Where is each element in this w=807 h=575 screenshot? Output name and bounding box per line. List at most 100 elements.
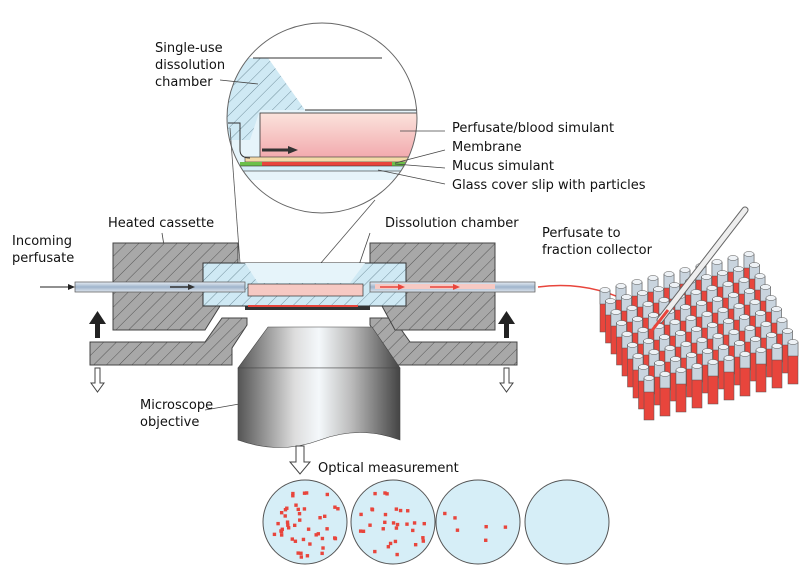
- collection-tube: [787, 339, 799, 385]
- collection-tube: [670, 356, 681, 402]
- collection-tube: [691, 363, 703, 409]
- label-perfusate: Perfusate/blood simulant: [452, 121, 615, 136]
- collection-tube: [738, 277, 750, 323]
- particle: [297, 511, 302, 516]
- particle: [291, 494, 295, 498]
- particle: [443, 511, 447, 516]
- particle: [421, 536, 425, 540]
- collection-tube: [766, 332, 777, 378]
- right-stage-bracket: [369, 317, 518, 366]
- particle: [320, 551, 324, 556]
- particle: [484, 524, 488, 529]
- particle: [305, 554, 310, 558]
- particle: [325, 492, 330, 497]
- label-line: fraction collector: [542, 243, 652, 258]
- label-line: Single-use: [155, 41, 223, 56]
- particle: [308, 542, 312, 546]
- label-mucus: Mucus simulant: [452, 159, 554, 174]
- particle: [279, 510, 284, 515]
- particle: [323, 514, 327, 518]
- petri-dish: [262, 479, 348, 565]
- collection-tube: [707, 359, 719, 405]
- particle: [293, 539, 298, 543]
- particle: [391, 521, 396, 525]
- particle: [318, 515, 322, 520]
- particle: [383, 512, 388, 517]
- label-line: Incoming: [12, 234, 72, 249]
- particle: [370, 507, 374, 511]
- particle: [336, 507, 340, 511]
- particle: [406, 509, 410, 513]
- particle: [393, 539, 398, 544]
- collection-tube: [659, 371, 671, 417]
- label-heated-cassette: Heated cassette: [108, 216, 215, 231]
- particle: [333, 536, 338, 541]
- particle: [359, 512, 363, 517]
- particle: [294, 503, 298, 507]
- particle: [361, 529, 366, 534]
- particle: [333, 505, 337, 509]
- collection-tube: [675, 367, 687, 413]
- particle: [388, 541, 393, 546]
- particle: [283, 514, 287, 518]
- particle: [279, 529, 284, 534]
- particle: [395, 552, 399, 557]
- collection-tube: [632, 316, 643, 362]
- collection-tube: [632, 353, 644, 399]
- collection-tube: [712, 296, 723, 342]
- particle: [421, 539, 426, 543]
- particle: [316, 532, 321, 536]
- collection-tube: [648, 349, 660, 395]
- particle: [293, 523, 297, 528]
- label-microscope-objective: Microscope objective: [140, 397, 213, 431]
- collection-tube: [663, 271, 675, 317]
- label-line: dissolution: [155, 58, 226, 73]
- collection-tube: [754, 273, 766, 319]
- particle: [286, 526, 291, 530]
- particles-layer: [262, 162, 392, 166]
- left-stage-bracket: [89, 317, 248, 366]
- particle: [320, 536, 325, 541]
- fraction-collector-rack: [599, 251, 799, 421]
- inlet-tube: [74, 281, 246, 293]
- collection-tube: [739, 351, 751, 397]
- collection-tube: [680, 341, 692, 387]
- petri-dish: [435, 479, 521, 565]
- particle: [285, 506, 289, 510]
- chamber-perfusate: [247, 283, 364, 297]
- pipette: [648, 206, 749, 334]
- single-use-chamber-wall: [227, 58, 305, 140]
- zoom-inset: [226, 22, 418, 293]
- collection-tube: [610, 309, 622, 355]
- zoom-circle: [226, 22, 418, 214]
- label-glass-slip: Glass cover slip with particles: [452, 178, 646, 193]
- petri-dish: [524, 479, 610, 565]
- particle: [306, 527, 311, 531]
- collection-tube: [750, 336, 761, 382]
- particle: [484, 538, 488, 542]
- label-line: Microscope: [140, 398, 214, 413]
- label-line: Perfusate to: [542, 226, 621, 241]
- particle: [358, 529, 363, 533]
- microscope-objective: [237, 326, 401, 448]
- particle: [276, 521, 280, 526]
- particle: [383, 520, 387, 525]
- label-optical-measurement: Optical measurement: [318, 461, 459, 476]
- label-perfusate-to-collector: Perfusate to fraction collector: [542, 225, 652, 259]
- particle: [325, 527, 329, 531]
- particle: [503, 525, 508, 529]
- particle: [272, 532, 277, 537]
- particle: [398, 508, 403, 513]
- particle: [314, 533, 318, 537]
- particle: [280, 527, 284, 531]
- particle: [290, 537, 294, 541]
- particle: [296, 507, 300, 512]
- particle: [385, 492, 389, 496]
- particle: [381, 527, 385, 531]
- particle: [285, 520, 290, 524]
- label-line: perfusate: [12, 251, 75, 266]
- label-line: chamber: [155, 75, 213, 90]
- membrane-layer: [244, 156, 417, 163]
